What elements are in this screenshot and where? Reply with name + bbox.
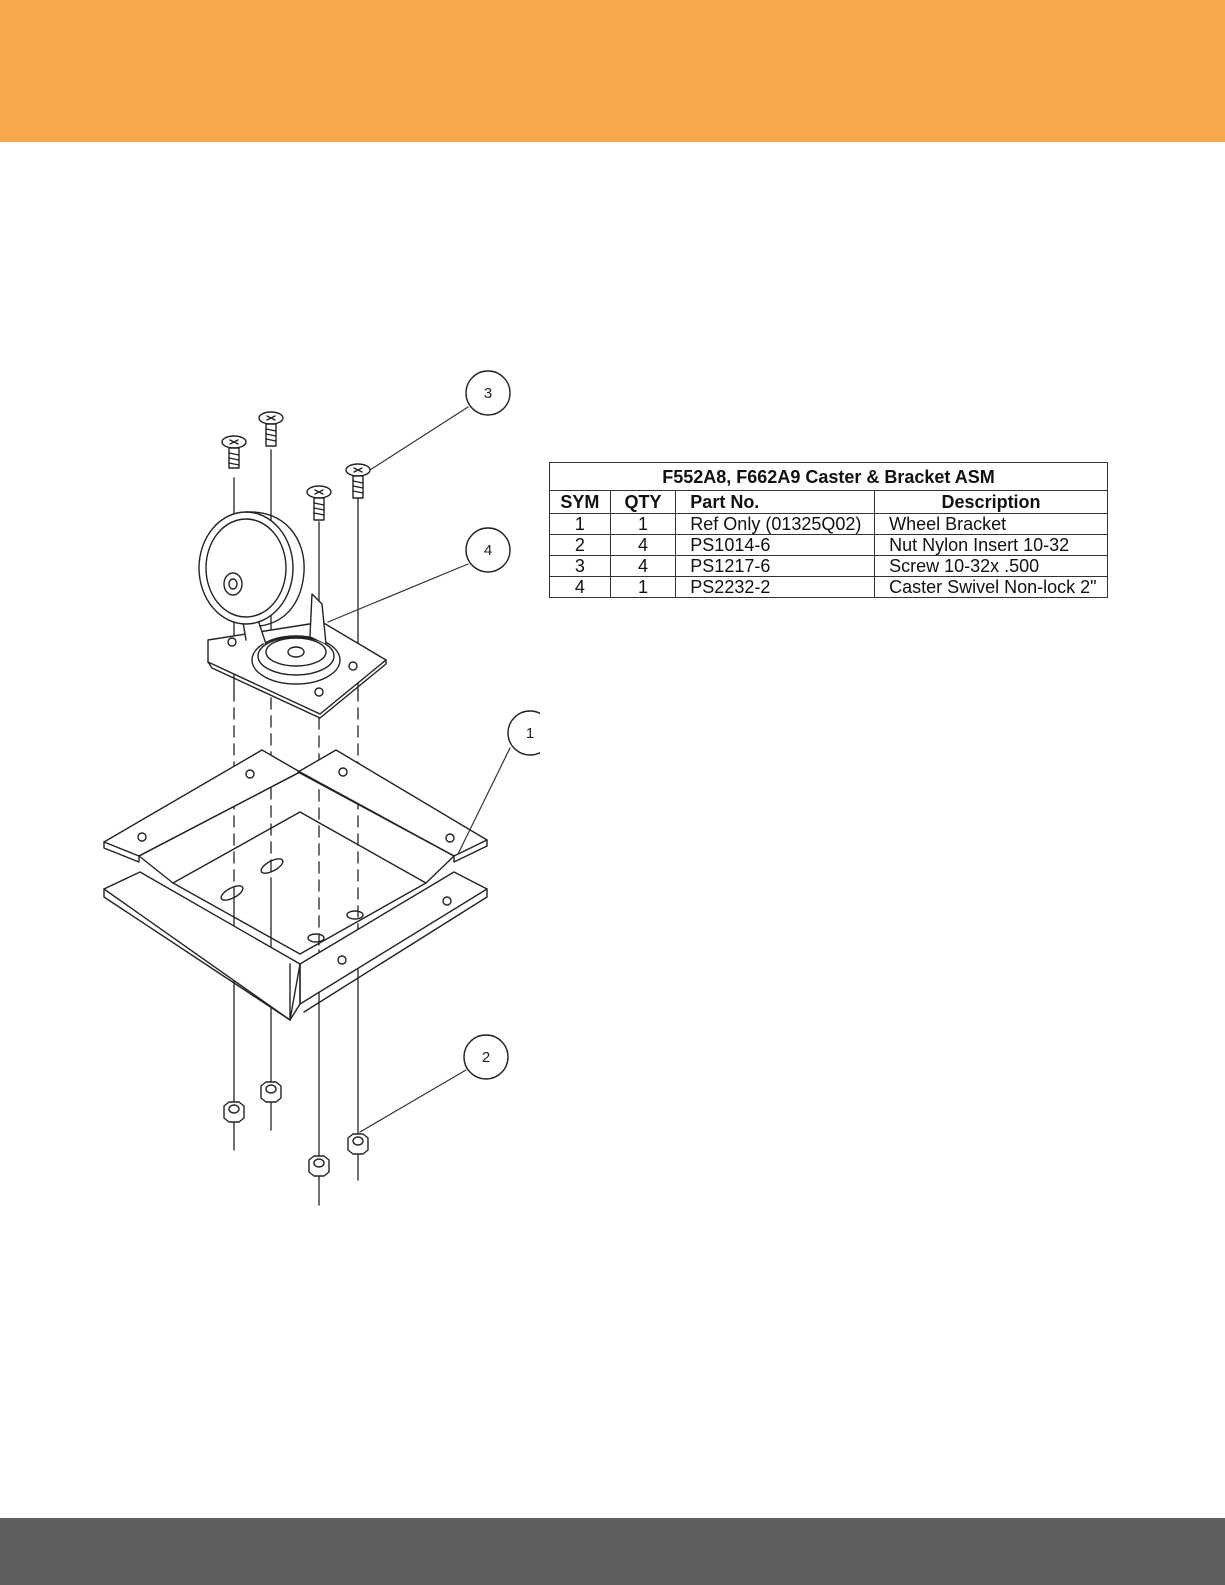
col-header-part-no: Part No. [676,491,875,514]
callout-3: 3 [466,371,510,415]
cell-sym: 2 [550,535,611,556]
table-row: 2 4 PS1014-6 Nut Nylon Insert 10-32 [550,535,1108,556]
cell-sym: 3 [550,556,611,577]
cell-part-no: PS1217-6 [676,556,875,577]
cell-part-no: Ref Only (01325Q02) [676,514,875,535]
col-header-description: Description [875,491,1108,514]
nut [309,1156,329,1176]
nut [261,1082,281,1102]
cell-description: Nut Nylon Insert 10-32 [875,535,1108,556]
cell-sym: 4 [550,577,611,598]
svg-text:3: 3 [484,385,492,402]
parts-table: F552A8, F662A9 Caster & Bracket ASM SYM … [549,462,1108,598]
exploded-assembly-diagram: 3 4 1 2 [90,360,540,1210]
callout-1: 1 [508,711,540,755]
cell-description: Caster Swivel Non-lock 2" [875,577,1108,598]
cell-qty: 1 [610,577,676,598]
screw [346,464,370,498]
cell-qty: 1 [610,514,676,535]
parts-table-header: SYM QTY Part No. Description [550,491,1108,514]
col-header-sym: SYM [550,491,611,514]
wheel-bracket [104,750,487,1020]
cell-qty: 4 [610,556,676,577]
callout-4: 4 [466,528,510,572]
cell-part-no: PS1014-6 [676,535,875,556]
cell-part-no: PS2232-2 [676,577,875,598]
header-band [0,0,1225,142]
callout-2: 2 [464,1035,508,1079]
cell-sym: 1 [550,514,611,535]
table-row: 3 4 PS1217-6 Screw 10-32x .500 [550,556,1108,577]
svg-text:1: 1 [526,725,534,742]
col-header-qty: QTY [610,491,676,514]
screw [222,436,246,468]
screw [259,412,283,446]
table-row: 1 1 Ref Only (01325Q02) Wheel Bracket [550,514,1108,535]
svg-text:4: 4 [484,542,492,559]
svg-text:2: 2 [482,1049,490,1066]
parts-table-title: F552A8, F662A9 Caster & Bracket ASM [550,463,1108,491]
footer-band [0,1518,1225,1585]
nut [348,1134,368,1154]
table-row: 4 1 PS2232-2 Caster Swivel Non-lock 2" [550,577,1108,598]
screw [307,486,331,520]
cell-qty: 4 [610,535,676,556]
cell-description: Screw 10-32x .500 [875,556,1108,577]
nut [224,1102,244,1122]
cell-description: Wheel Bracket [875,514,1108,535]
